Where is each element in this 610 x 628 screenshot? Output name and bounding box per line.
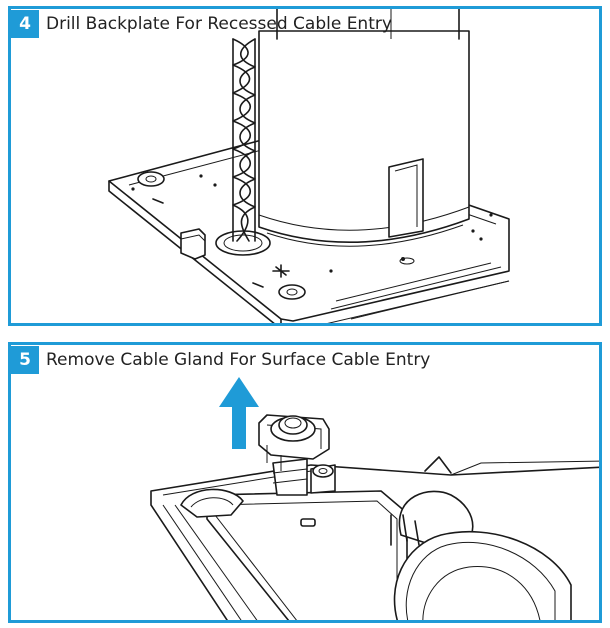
step-4-title: Drill Backplate For Recessed Cable Entry <box>46 14 392 34</box>
step-4-panel: 4 Drill Backplate For Recessed Cable Ent… <box>8 6 602 326</box>
step-5-title: Remove Cable Gland For Surface Cable Ent… <box>46 350 431 370</box>
remove-cable-gland-illustration <box>150 377 599 620</box>
up-arrow-icon <box>219 377 259 449</box>
step-5-header: 5 Remove Cable Gland For Surface Cable E… <box>11 345 430 375</box>
step-5-panel: 5 Remove Cable Gland For Surface Cable E… <box>8 342 602 623</box>
step-4-number-badge: 4 <box>11 10 39 38</box>
step-4-header: 4 Drill Backplate For Recessed Cable Ent… <box>11 9 392 39</box>
step-5-number-badge: 5 <box>11 346 39 374</box>
drill-backplate-illustration <box>108 9 510 323</box>
